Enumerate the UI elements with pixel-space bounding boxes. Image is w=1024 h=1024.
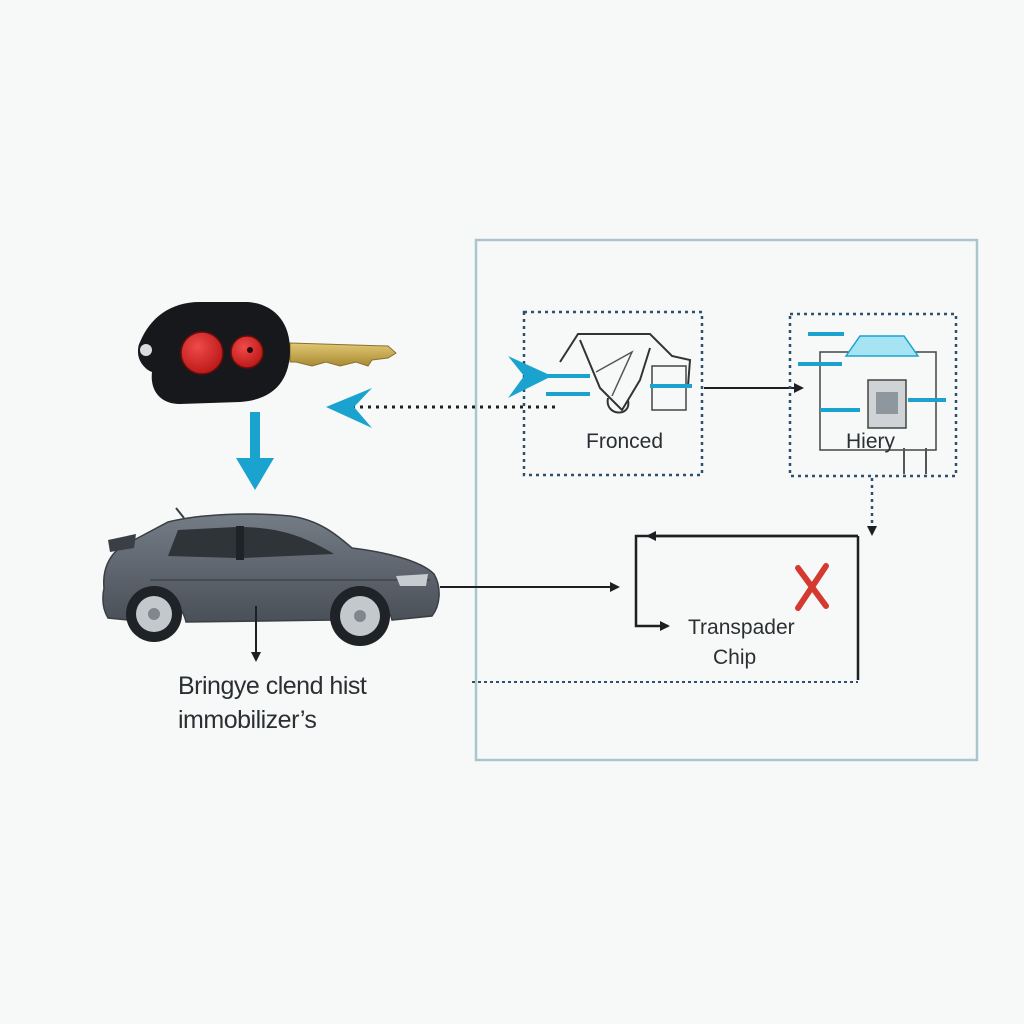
chip-label-line-2: Chip <box>713 646 757 669</box>
hatchback-car-icon <box>102 507 440 646</box>
car-key-fob-icon <box>138 302 397 404</box>
caption-line-1: Bringye clend hist <box>178 672 367 700</box>
cyan-left-arrowhead <box>326 388 372 428</box>
module-1-label: Fronced <box>586 430 664 453</box>
caption-line-2: immobilizer’s <box>178 706 317 734</box>
chip-label-line-1: Transpader <box>688 616 795 639</box>
transponder-chip-box <box>472 531 860 683</box>
cyan-down-arrow <box>236 412 274 490</box>
module-1-box <box>508 310 704 477</box>
red-x-icon <box>795 563 829 611</box>
system-panel <box>474 238 979 762</box>
module-2-box <box>788 312 958 478</box>
module-2-label: Hiery <box>846 430 896 453</box>
